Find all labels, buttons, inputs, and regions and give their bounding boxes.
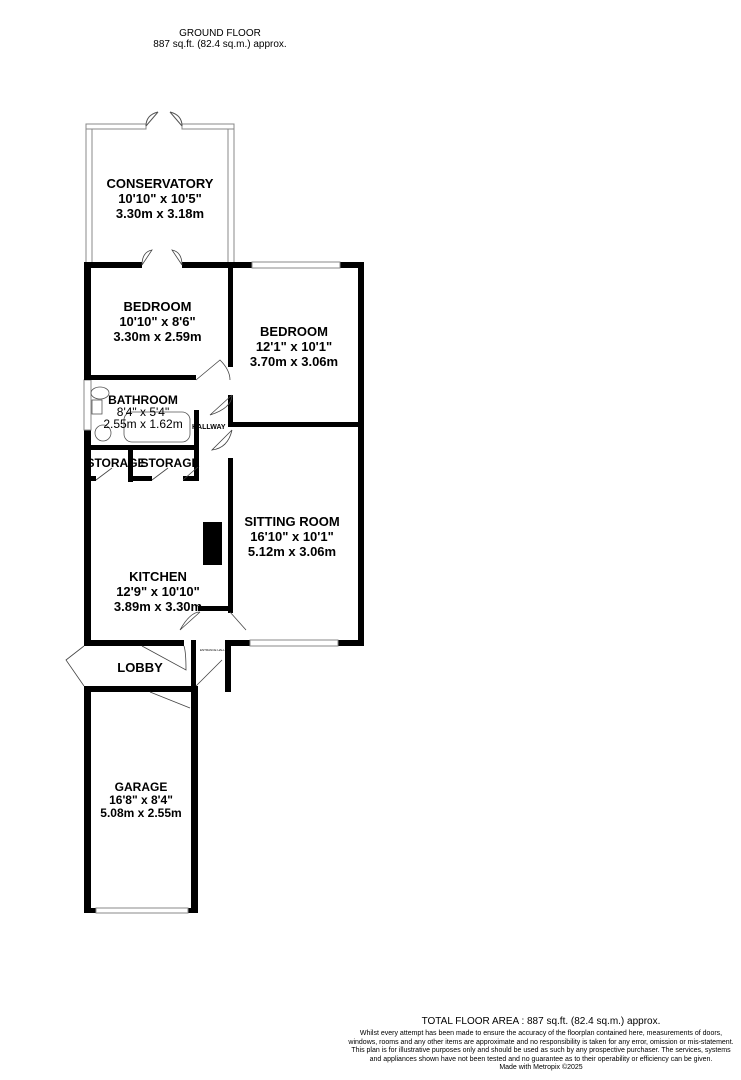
room-storage-2: STORAGE [138, 456, 202, 471]
credit: Made with Metropix ©2025 [499, 1064, 583, 1071]
room-size-metric: 3.89m x 3.30m [113, 599, 203, 614]
room-name: KITCHEN [129, 569, 187, 584]
footer: TOTAL FLOOR AREA : 887 sq.ft. (82.4 sq.m… [345, 1016, 737, 1073]
room-hallway: HALLWAY [192, 424, 226, 432]
room-entrance-hall: ENTRANCE HALL [200, 648, 225, 652]
room-size-metric: 3.30m x 3.18m [115, 206, 205, 221]
room-size-metric: 2.55m x 1.62m [103, 417, 183, 431]
room-size-imperial: 16'10" x 10'1" [250, 529, 334, 544]
bathroom-fixtures [90, 386, 191, 443]
room-size-imperial: 10'10" x 8'6" [119, 314, 196, 329]
room-kitchen: KITCHEN 12'9" x 10'10" 3.89m x 3.30m [90, 569, 226, 614]
room-bathroom: BATHROOM 8'4" x 5'4" 2.55m x 1.62m [84, 394, 202, 430]
total-floor-area: TOTAL FLOOR AREA : 887 sq.ft. (82.4 sq.m… [421, 1016, 661, 1027]
room-garage: GARAGE 16'8" x 8'4" 5.08m x 2.55m [84, 781, 198, 820]
interior-walls [84, 262, 364, 690]
room-name: GARAGE [114, 780, 168, 794]
chimney-breast [203, 522, 222, 565]
room-size-metric: 5.08m x 2.55m [100, 806, 182, 820]
room-size-imperial: 12'9" x 10'10" [116, 584, 200, 599]
room-lobby: LOBBY [90, 660, 190, 675]
room-size-imperial: 16'8" x 8'4" [109, 793, 173, 807]
disclaimer: Whilst every attempt has been made to en… [348, 1030, 734, 1063]
room-name: ENTRANCE HALL [200, 648, 225, 652]
room-name: LOBBY [117, 660, 163, 675]
room-conservatory: CONSERVATORY 10'10" x 10'5" 3.30m x 3.18… [87, 176, 233, 221]
room-name: STORAGE [86, 456, 146, 470]
room-size-imperial: 10'10" x 10'5" [118, 191, 202, 206]
room-storage-1: STORAGE [86, 456, 146, 471]
windows [83, 261, 341, 914]
room-name: CONSERVATORY [106, 176, 214, 191]
room-sitting-room: SITTING ROOM 16'10" x 10'1" 5.12m x 3.06… [232, 514, 352, 559]
room-size-imperial: 8'4" x 5'4" [116, 405, 170, 419]
room-size-imperial: 12'1" x 10'1" [255, 339, 333, 354]
room-bedroom-1: BEDROOM 10'10" x 8'6" 3.30m x 2.59m [87, 299, 228, 344]
door-swings [65, 249, 247, 709]
room-name: BEDROOM [260, 324, 328, 339]
room-name: BEDROOM [123, 299, 192, 314]
room-name: SITTING ROOM [244, 514, 340, 529]
exterior-walls [84, 262, 364, 913]
room-bedroom-2: BEDROOM 12'1" x 10'1" 3.70m x 3.06m [230, 324, 358, 369]
room-size-metric: 3.30m x 2.59m [113, 329, 202, 344]
room-size-metric: 3.70m x 3.06m [249, 354, 339, 369]
room-name: BATHROOM [108, 393, 178, 407]
room-name: STORAGE [140, 456, 200, 470]
room-name: HALLWAY [192, 424, 226, 431]
floor-title: GROUND FLOOR [179, 28, 261, 39]
floor-area: 887 sq.ft. (82.4 sq.m.) approx. [153, 39, 287, 50]
room-size-metric: 5.12m x 3.06m [247, 544, 337, 559]
